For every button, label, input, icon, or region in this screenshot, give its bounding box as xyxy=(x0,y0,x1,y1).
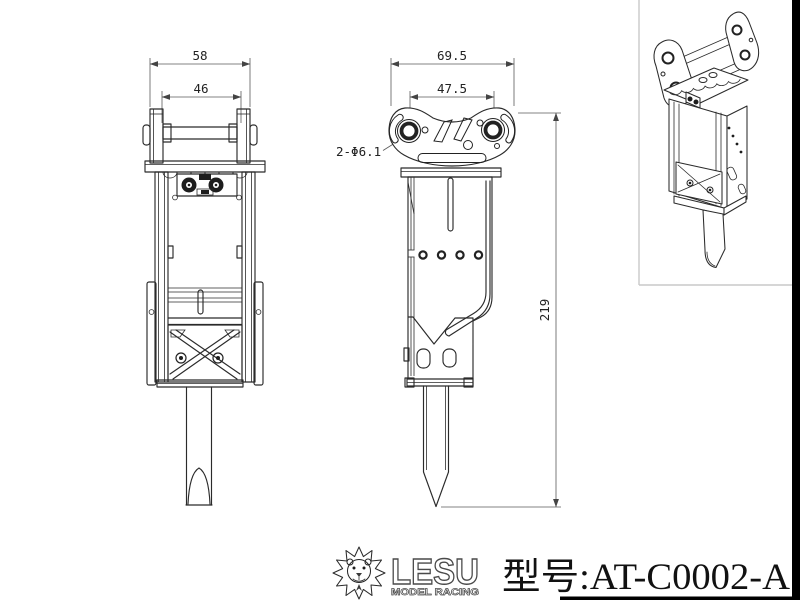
front-x-brace xyxy=(146,281,264,388)
side-body xyxy=(403,176,493,388)
side-dim-inner-text: 47.5 xyxy=(437,81,467,96)
front-valve-block xyxy=(172,173,242,201)
side-dim-outer: 69.5 xyxy=(390,48,515,106)
iso-view xyxy=(653,11,760,269)
front-dim-outer-text: 58 xyxy=(192,48,207,63)
side-dim-height: 219 xyxy=(441,112,561,508)
side-top-bracket xyxy=(388,107,516,178)
front-view: 58 46 xyxy=(142,48,266,506)
iso-x-brace xyxy=(673,161,747,216)
side-dim-height-text: 219 xyxy=(537,299,552,322)
bottom-edge-strip xyxy=(560,596,800,600)
brand-subtitle-text: MODEL RACING xyxy=(391,587,479,597)
front-dim-outer: 58 xyxy=(149,48,251,107)
front-dim-inner: 46 xyxy=(161,81,242,123)
iso-chisel xyxy=(702,209,726,269)
side-dim-outer-text: 69.5 xyxy=(437,48,467,63)
lion-head-logo-icon xyxy=(332,546,386,600)
brand-logo-text: LESU xyxy=(391,551,479,592)
front-chisel xyxy=(185,386,213,506)
front-dim-inner-text: 46 xyxy=(193,81,208,96)
front-top-plate xyxy=(144,160,266,179)
front-top-bracket xyxy=(142,108,258,164)
front-body-frame xyxy=(154,171,256,383)
side-chisel xyxy=(422,385,450,508)
model-number-label: 型号:AT-C0002-A xyxy=(502,557,790,598)
side-view: 69.5 47.5 2-Φ6.1 219 xyxy=(336,48,561,508)
iso-top-bracket xyxy=(653,11,760,108)
footer: LESU MODEL RACING 型号:AT-C0002-A xyxy=(332,546,790,600)
side-hole-callout-text: 2-Φ6.1 xyxy=(336,144,381,159)
right-edge-strip xyxy=(792,0,800,600)
